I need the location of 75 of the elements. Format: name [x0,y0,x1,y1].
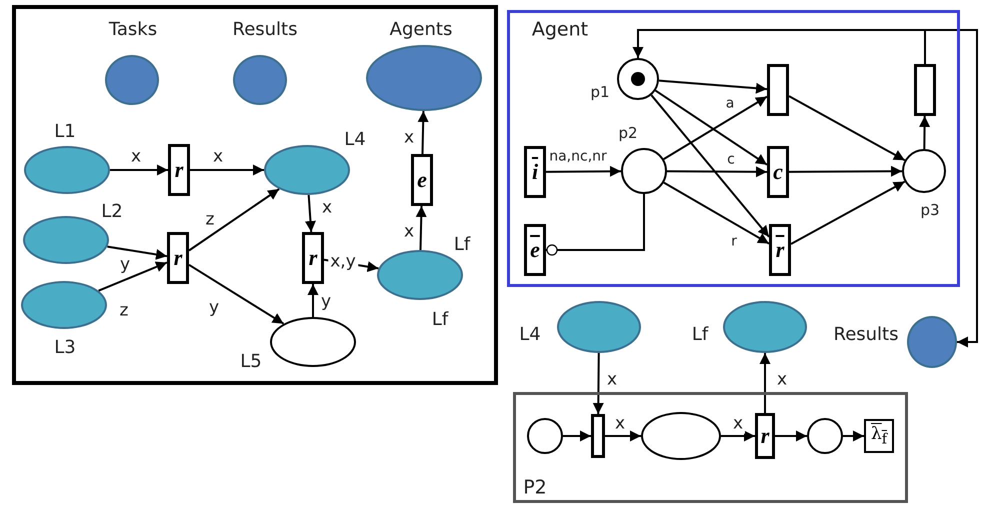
place-circle [807,418,843,454]
arrow [663,182,770,244]
arrow [760,353,770,413]
place-label: Results [232,20,298,40]
arrow [667,166,767,178]
transition-label: r [174,247,182,269]
transition-bar [755,413,775,459]
place-label: Tasks [108,20,158,40]
arrow [788,95,906,162]
transition-bar [767,146,789,198]
transition-label: r [776,239,784,261]
arrow [546,166,622,177]
arrow [654,90,768,166]
arrow [308,284,318,317]
arrow [98,262,168,292]
place-label: L3 [54,338,76,358]
arrow [775,430,807,442]
panel-frame [507,10,960,287]
place-label: L2 [101,202,123,222]
place-label: p3 [920,202,940,218]
arrow [188,188,280,252]
panel-title: Agent [532,20,588,40]
transition-bar [167,232,189,284]
arrow [789,166,902,177]
arrow [658,80,768,94]
transition-bar [767,64,789,116]
place-label: L4 [344,130,366,150]
arrow [418,110,429,154]
transition-label: r [174,159,184,181]
place-label: L4 [519,325,541,345]
place-label: L5 [240,352,262,372]
arrow [843,430,864,442]
panel-frame [12,5,498,385]
transition-label: e [417,169,427,191]
arrow [304,194,316,232]
transition-label: r [308,247,318,269]
arrow [924,29,978,348]
panel-frame [513,392,908,503]
place-label: Lf [692,325,708,345]
arrow [592,352,604,414]
arrow [605,430,641,442]
transition-label: r [760,425,770,447]
transition-bar [591,414,605,458]
arrow [663,96,768,160]
arrow [721,430,755,442]
transition-bar [524,224,546,276]
transition-bar [302,232,324,284]
place-label: p2 [618,124,638,142]
panel-title: P2 [523,478,547,498]
place-label: Results [834,325,898,345]
place-label: Agents [390,20,452,40]
transition-bar [769,224,791,276]
transition-bar [168,144,190,196]
transition-bar [524,146,546,198]
arrow [563,430,591,442]
place-label: p1 [590,84,610,100]
place-circle [527,418,563,454]
transition-bar [864,419,894,453]
arrow [416,206,427,250]
arrow [107,246,168,260]
arrow [190,164,264,176]
arrow [110,164,168,176]
transition-bar [411,154,433,206]
place-label: L1 [54,122,76,142]
arrow [919,116,930,150]
transition-label: i [532,161,538,183]
place-label: Lf [454,235,470,255]
transition-label: c [773,161,783,183]
transition-bar [914,64,936,116]
arrow [650,94,770,238]
arrow [790,180,906,245]
arrow [188,264,284,325]
transition-label: e [530,239,540,261]
place-label: Lf [432,310,448,330]
transition-label: λ$_{f}$ [870,426,888,446]
